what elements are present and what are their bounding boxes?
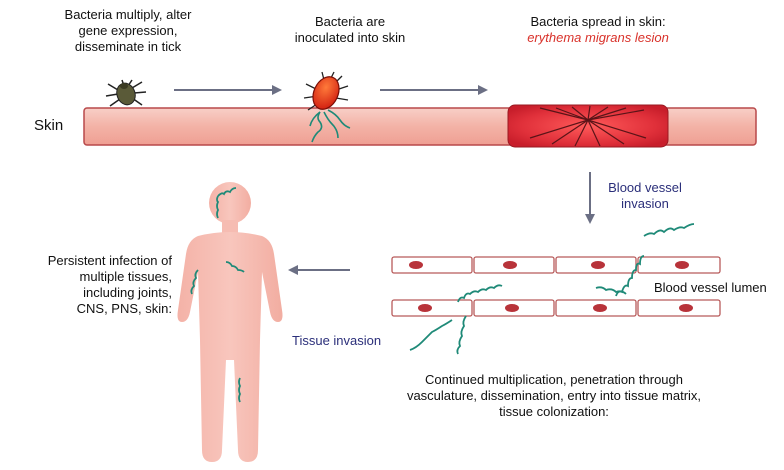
tick-stage-label: Bacteria multiply, alter gene expression… bbox=[48, 7, 208, 55]
spread-label: Bacteria spread in skin: erythema migran… bbox=[498, 14, 698, 46]
persistent-line-4: CNS, PNS, skin: bbox=[76, 301, 172, 316]
continued-line-2: vasculature, dissemination, entry into t… bbox=[406, 388, 702, 403]
continued-line-3: tissue colonization: bbox=[499, 404, 609, 419]
tissue-invasion-label: Tissue invasion bbox=[292, 333, 382, 348]
bacterium-icon bbox=[303, 71, 349, 111]
blood-vessel-lumen-label: Blood vessel lumen bbox=[654, 280, 767, 295]
inoculated-spirochetes bbox=[309, 109, 351, 143]
tick-icon bbox=[105, 79, 147, 107]
continued-multiplication-label: Continued multiplication, penetration th… bbox=[384, 372, 724, 420]
tick-stage-line-1: Bacteria multiply, alter bbox=[64, 7, 192, 22]
vessel-spirochetes bbox=[409, 223, 695, 355]
persistent-infection-label: Persistent infection of multiple tissues… bbox=[12, 253, 172, 317]
persistent-line-1: Persistent infection of bbox=[47, 253, 172, 268]
spread-line: Bacteria spread in skin: bbox=[530, 14, 666, 29]
inoculation-label: Bacteria are inoculated into skin bbox=[270, 14, 430, 46]
blood-vessel-invasion-line-1: Blood vessel bbox=[608, 180, 682, 195]
human-body-icon bbox=[177, 182, 283, 462]
inoculation-line-1: Bacteria are bbox=[314, 14, 386, 29]
blood-vessel bbox=[391, 256, 721, 317]
persistent-line-2: multiple tissues, bbox=[79, 269, 172, 284]
inoculation-line-2: inoculated into skin bbox=[294, 30, 406, 45]
lesion-label: erythema migrans lesion bbox=[527, 30, 669, 45]
vessel-wall-bottom bbox=[391, 299, 721, 317]
cell-nuclei bbox=[409, 261, 693, 312]
tick-stage-line-3: disseminate in tick bbox=[74, 39, 182, 54]
skin-label: Skin bbox=[34, 117, 64, 134]
blood-vessel-invasion-label: Blood vessel invasion bbox=[600, 180, 690, 212]
lesion-spirochetes bbox=[529, 105, 647, 147]
tick-stage-line-2: gene expression, bbox=[78, 23, 178, 38]
vessel-wall-top bbox=[391, 256, 721, 274]
continued-line-1: Continued multiplication, penetration th… bbox=[424, 372, 683, 387]
persistent-line-3: including joints, bbox=[83, 285, 172, 300]
blood-vessel-invasion-line-2: invasion bbox=[621, 196, 669, 211]
erythema-lesion bbox=[507, 104, 669, 148]
